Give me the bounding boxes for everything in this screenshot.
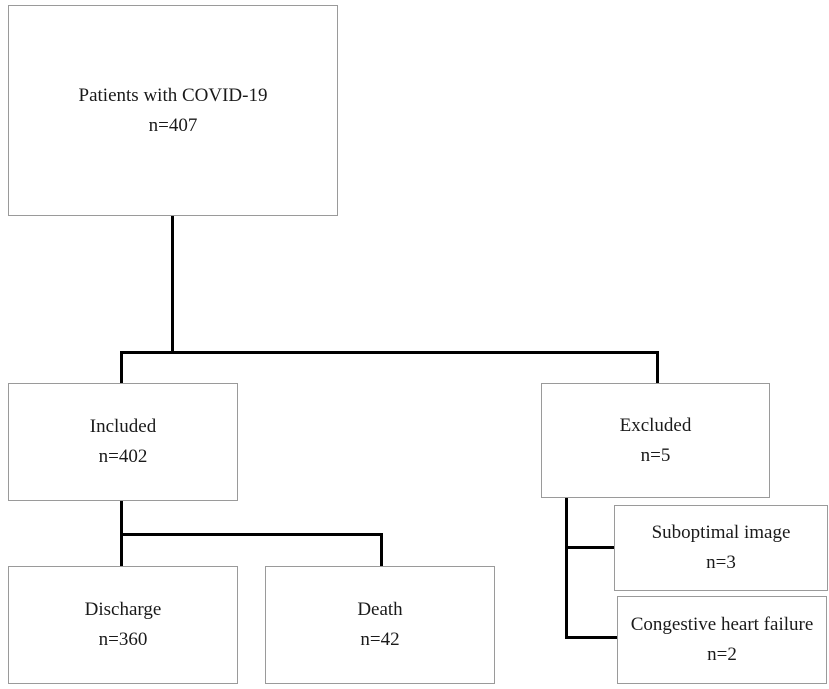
death-box: Death n=42 — [265, 566, 495, 684]
congestive-heart-failure-count: n=2 — [707, 644, 737, 665]
suboptimal-image-title: Suboptimal image — [651, 522, 791, 543]
connector-to-death — [380, 533, 383, 566]
death-count: n=42 — [360, 629, 400, 650]
excluded-title: Excluded — [619, 414, 692, 436]
suboptimal-image-box: Suboptimal image n=3 — [614, 505, 828, 591]
patients-title: Patients with COVID-19 — [78, 84, 268, 106]
connector-to-congestive-heart-failure — [565, 636, 617, 639]
excluded-count: n=5 — [640, 444, 671, 466]
connector-to-discharge — [120, 533, 123, 566]
discharge-title: Discharge — [84, 599, 162, 620]
connector-patients-down — [171, 216, 174, 353]
discharge-box: Discharge n=360 — [8, 566, 238, 684]
excluded-box: Excluded n=5 — [541, 383, 770, 498]
suboptimal-image-count: n=3 — [706, 552, 736, 573]
connector-main-split — [120, 351, 659, 354]
connector-to-included — [120, 351, 123, 383]
patients-count: n=407 — [148, 114, 198, 136]
connector-to-suboptimal-image — [565, 546, 614, 549]
congestive-heart-failure-box: Congestive heart failure n=2 — [617, 596, 827, 684]
included-box: Included n=402 — [8, 383, 238, 501]
connector-excluded-down — [565, 498, 568, 639]
patients-box: Patients with COVID-19 n=407 — [8, 5, 338, 216]
connector-to-excluded — [656, 351, 659, 383]
included-title: Included — [89, 416, 157, 437]
discharge-count: n=360 — [98, 629, 148, 650]
included-count: n=402 — [98, 446, 148, 467]
congestive-heart-failure-title: Congestive heart failure — [630, 614, 814, 635]
connector-included-down — [120, 501, 123, 535]
connector-included-split — [120, 533, 383, 536]
death-title: Death — [357, 599, 403, 620]
